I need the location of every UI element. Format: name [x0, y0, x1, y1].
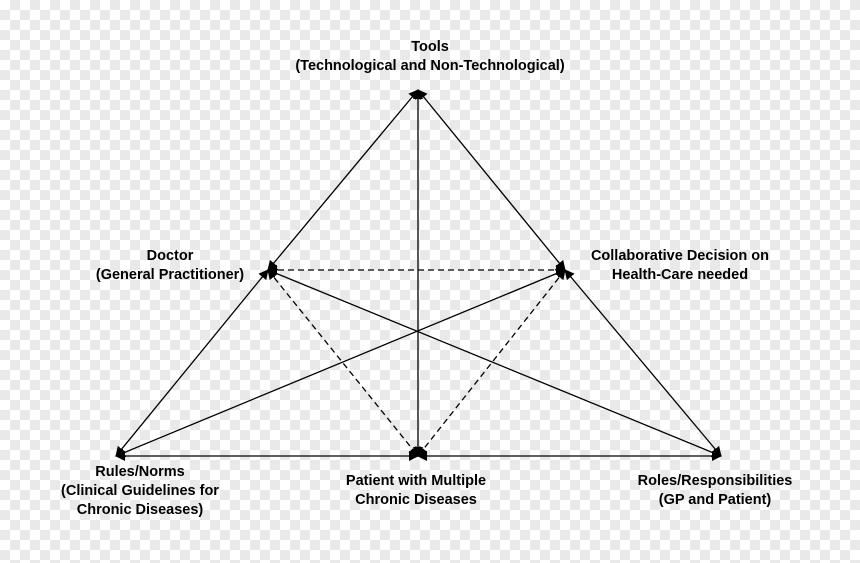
node-rules-norms-title: Rules/Norms: [95, 464, 185, 480]
node-roles-responsibilities-subtitle: (GP and Patient): [658, 492, 772, 508]
edge-doctor-to-patient: [267, 269, 419, 457]
edge-doctor-to-rules-norms: [115, 269, 269, 457]
node-roles-responsibilities-title: Roles/Responsibilities: [637, 473, 793, 489]
node-tools-label: Tools (Technological and Non-Technologic…: [230, 38, 630, 76]
node-roles-responsibilities-label: Roles/Responsibilities (GP and Patient): [600, 472, 830, 510]
edge-collaborative-decision-to-patient: [417, 269, 566, 457]
node-tools-subtitle: (Technological and Non-Technological): [295, 58, 565, 74]
node-collaborative-decision-line2: Health-Care needed: [611, 267, 749, 283]
node-rules-norms-line2: (Clinical Guidelines for: [61, 483, 219, 499]
edge-tools-to-collaborative-decision: [417, 89, 566, 271]
edge-collaborative-decision-to-roles-responsibilities: [564, 269, 722, 457]
node-doctor-title: Doctor: [146, 248, 194, 264]
node-collaborative-decision-label: Collaborative Decision on Health-Care ne…: [560, 247, 800, 285]
node-doctor-subtitle: (General Practitioner): [95, 267, 245, 283]
node-collaborative-decision-line1: Collaborative Decision on: [590, 248, 770, 264]
node-tools-title: Tools: [411, 39, 449, 55]
edges-layer: [115, 89, 722, 461]
node-doctor-label: Doctor (General Practitioner): [60, 247, 280, 285]
node-patient-label: Patient with Multiple Chronic Diseases: [306, 472, 526, 510]
node-patient-line1: Patient with Multiple: [345, 473, 487, 489]
edge-doctor-to-roles-responsibilities: [267, 268, 722, 458]
edge-tools-to-doctor: [267, 89, 419, 271]
edge-collaborative-decision-to-rules-norms: [115, 268, 566, 458]
node-patient-line2: Chronic Diseases: [355, 492, 477, 508]
node-rules-norms-line3: Chronic Diseases): [76, 502, 204, 518]
node-rules-norms-label: Rules/Norms (Clinical Guidelines for Chr…: [30, 463, 250, 520]
